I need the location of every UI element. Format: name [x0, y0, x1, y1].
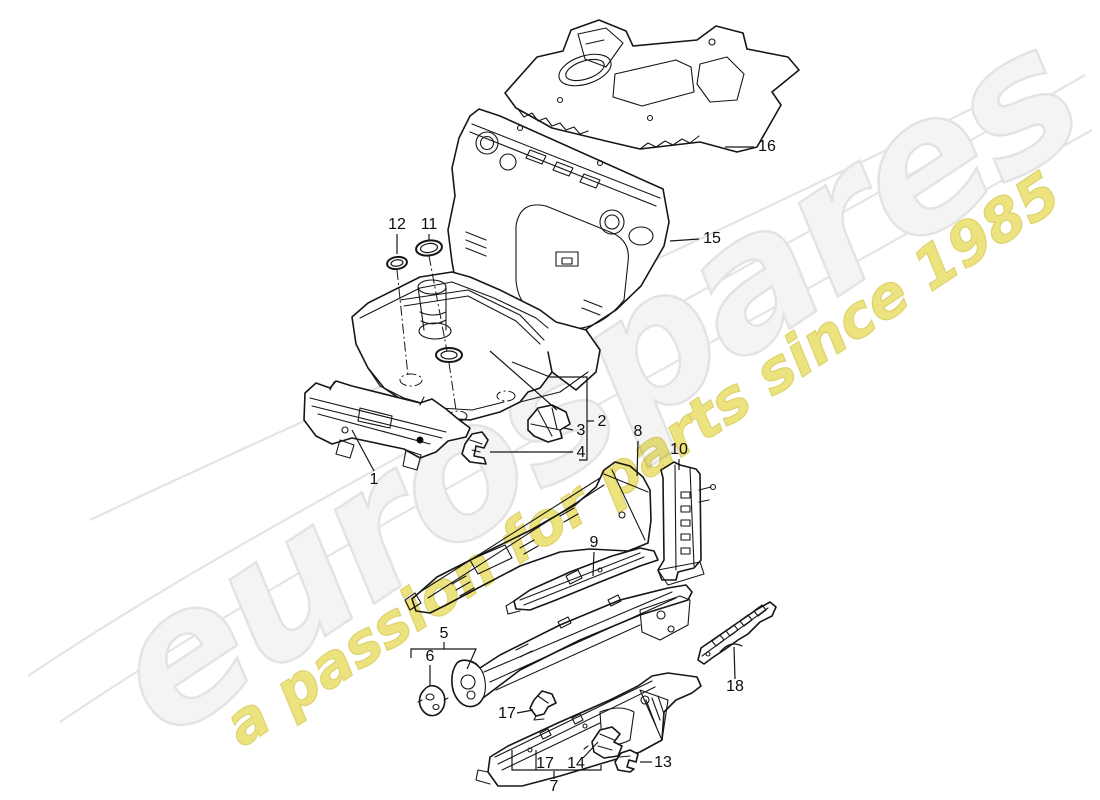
group-2-bracket — [550, 376, 588, 461]
center-line-2 — [428, 255, 448, 352]
part-14-bracket — [583, 726, 623, 759]
leader-line-8 — [636, 440, 639, 477]
part-5-side-member-inner — [451, 584, 693, 708]
seal-ring-11-inner — [419, 242, 439, 254]
callout-17: 17 — [498, 705, 516, 722]
callout-4: 4 — [577, 444, 586, 461]
leader-line-9 — [592, 551, 595, 577]
callout-12: 12 — [388, 216, 406, 233]
callout-11: 11 — [421, 216, 438, 233]
callout-14: 14 — [567, 755, 585, 772]
callout-1: 1 — [370, 471, 379, 488]
callout-18: 18 — [726, 678, 744, 695]
callout-16: 16 — [758, 138, 776, 155]
part-6-gasket — [417, 684, 449, 717]
seal-ring-12-inner — [390, 259, 404, 267]
part-9-support-rail — [505, 547, 659, 615]
luggage-floor-tub — [351, 271, 601, 422]
callout-13: 13 — [654, 754, 672, 771]
part-8-wheelhouse — [404, 461, 652, 614]
part-7-side-member-outer — [475, 672, 702, 787]
leader-line-14 — [582, 741, 599, 759]
callout-10: 10 — [670, 441, 688, 458]
center-line-3 — [448, 362, 457, 411]
group-2-diagonal — [489, 350, 558, 411]
part-3-bracket — [527, 404, 571, 443]
callout-17: 17 — [536, 755, 554, 772]
part-1-cross-member — [303, 380, 471, 471]
part-16-top-panel — [504, 19, 800, 153]
leader-line-15 — [669, 238, 700, 242]
leader-line-17 — [516, 709, 534, 714]
callout-8: 8 — [634, 423, 643, 440]
group-7-bracket — [511, 750, 602, 771]
leader-line-18 — [733, 646, 736, 680]
callout-5: 5 — [440, 625, 449, 642]
callout-3: 3 — [577, 422, 586, 439]
part-4-bracket — [461, 431, 489, 465]
part-10-lock-post — [657, 461, 717, 586]
leader-line-3 — [563, 427, 574, 431]
callout-2: 2 — [598, 413, 607, 430]
part-17-clamp-upper — [529, 690, 557, 721]
logo-swoosh-arc — [59, 129, 1093, 723]
part-13-clamp — [614, 749, 639, 773]
callout-6: 6 — [426, 648, 435, 665]
leader-line-1 — [351, 429, 375, 472]
group-2-top-leader — [511, 361, 551, 378]
callout-7: 7 — [550, 778, 559, 795]
part-18-bracket — [697, 601, 777, 665]
callout-9: 9 — [590, 534, 599, 551]
callout-15: 15 — [703, 230, 721, 247]
